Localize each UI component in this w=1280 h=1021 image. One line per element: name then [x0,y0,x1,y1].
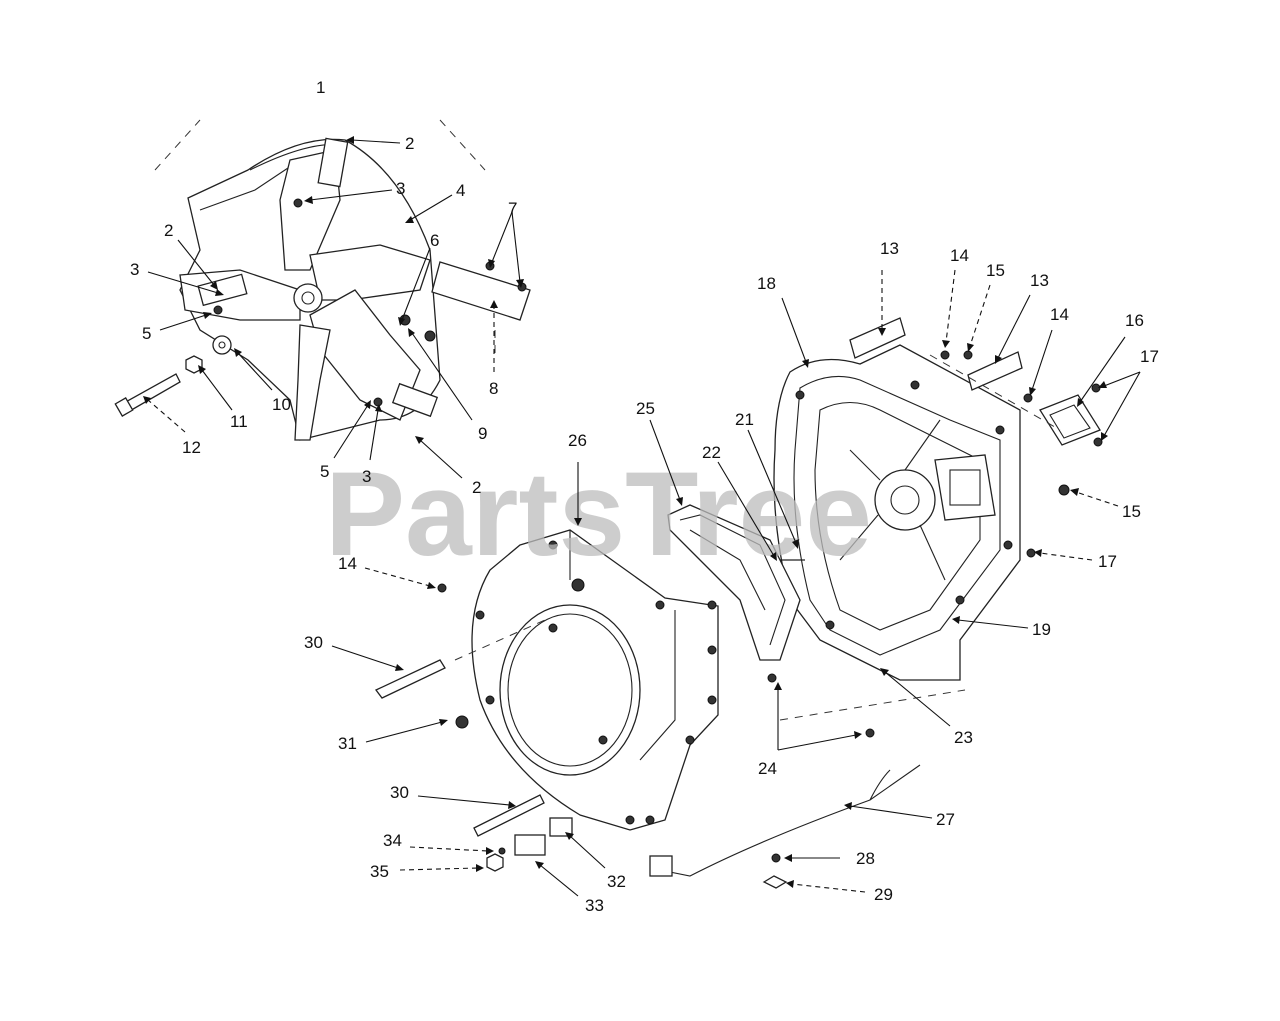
callout-24: 24 [758,759,777,778]
callout-30: 30 [390,783,409,802]
callout-13: 13 [880,239,899,258]
callout-23: 23 [954,728,973,747]
callout-8: 8 [489,379,498,398]
callout-11: 11 [230,412,248,431]
callout-4: 4 [456,181,465,200]
callout-28: 28 [856,849,875,868]
callout-1: 1 [316,78,325,97]
callout-19: 19 [1032,620,1051,639]
callout-6: 6 [430,231,439,250]
callout-12: 12 [182,438,201,457]
callout-31: 31 [338,734,357,753]
callout-33: 33 [585,896,604,915]
callout-18: 18 [757,274,776,293]
callout-15: 15 [986,261,1005,280]
callout-14: 14 [338,554,357,573]
watermark: PartsTree [325,447,872,581]
callout-32: 32 [607,872,626,891]
callout-10: 10 [272,395,291,414]
cable [649,764,921,889]
callout-34: 34 [383,831,402,850]
callout-22: 22 [702,443,721,462]
callout-30: 30 [304,633,323,652]
callout-9: 9 [478,424,487,443]
callout-3: 3 [396,179,405,198]
callout-5: 5 [142,324,151,343]
callout-17: 17 [1098,552,1117,571]
callout-14: 14 [1050,305,1069,324]
callout-3: 3 [362,467,371,486]
impeller-assembly [114,119,531,441]
callout-13: 13 [1030,271,1049,290]
callout-3: 3 [130,260,139,279]
callout-2: 2 [164,221,173,240]
blower-cover [375,529,719,872]
callout-2: 2 [472,478,481,497]
callout-16: 16 [1125,311,1144,330]
callout-21: 21 [735,410,754,429]
callout-29: 29 [874,885,893,904]
callout-26: 26 [568,431,587,450]
callout-15: 15 [1122,502,1141,521]
callout-labels: 1 2 3 4 7 2 3 6 5 8 10 11 12 9 5 3 2 13 … [130,78,1159,915]
callout-5: 5 [320,462,329,481]
callout-25: 25 [636,399,655,418]
callout-17: 17 [1140,347,1159,366]
callout-14: 14 [950,246,969,265]
callout-27: 27 [936,810,955,829]
callout-leaders [143,136,1141,897]
callout-2: 2 [405,134,414,153]
callout-35: 35 [370,862,389,881]
callout-7: 7 [508,199,517,218]
